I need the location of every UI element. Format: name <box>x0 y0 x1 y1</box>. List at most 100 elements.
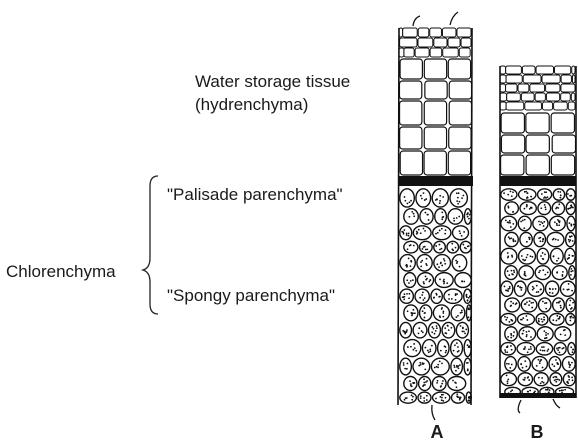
section-a-chlorenchyma-chloroplast <box>444 332 446 334</box>
section-a-chlorenchyma-chloroplast <box>444 345 446 347</box>
section-a-chlorenchyma-chloroplast <box>412 279 414 281</box>
section-a-chlorenchyma-chloroplast <box>437 380 439 382</box>
section-a-chlorenchyma-chloroplast <box>422 292 424 294</box>
section-a-chlorenchyma-chloroplast <box>445 350 447 352</box>
section-b-chlorenchyma-chloroplast <box>544 196 546 198</box>
section-a-chlorenchyma-chloroplast <box>410 383 412 385</box>
section-b-epidermal-cell <box>500 84 506 92</box>
section-a-chlorenchyma-chloroplast <box>448 294 450 296</box>
section-b-water-cell <box>551 155 574 175</box>
section-a-chlorenchyma-cell <box>400 289 414 303</box>
section-b-chlorenchyma-chloroplast <box>569 222 571 224</box>
section-b-epidermal-cell <box>572 66 575 74</box>
section-b-chlorenchyma-chloroplast <box>531 307 533 309</box>
label-water-storage-tissue: Water storage tissue <box>195 72 350 91</box>
section-b-chlorenchyma-chloroplast <box>527 391 529 393</box>
section-b-chlorenchyma-chloroplast <box>509 286 511 288</box>
section-a-water-cell <box>448 151 470 175</box>
section-b-chlorenchyma-chloroplast <box>545 191 547 193</box>
section-b-chlorenchyma-chloroplast <box>514 240 516 242</box>
section-b-chlorenchyma-chloroplast <box>527 192 529 194</box>
section-a-chlorenchyma-chloroplast <box>425 263 427 265</box>
section-b-chlorenchyma-chloroplast <box>544 302 546 304</box>
section-b-chlorenchyma-chloroplast <box>538 359 540 361</box>
section-b-chlorenchyma-chloroplast <box>521 287 523 289</box>
section-b-chlorenchyma-chloroplast <box>512 211 514 213</box>
section-b-chlorenchyma-chloroplast <box>534 391 536 393</box>
section-a-chlorenchyma-chloroplast <box>420 395 422 397</box>
section-b-epidermal-cell <box>572 75 575 83</box>
section-b-chlorenchyma-chloroplast <box>543 221 545 223</box>
section-b-chlorenchyma-cell <box>518 357 530 372</box>
section-b-chlorenchyma-chloroplast <box>568 283 570 285</box>
section-a-water-cell <box>424 59 446 79</box>
section-a-chlorenchyma-chloroplast <box>441 383 443 385</box>
section-a-chlorenchyma-chloroplast <box>453 350 455 352</box>
section-b-epidermal-cell <box>546 93 559 101</box>
section-b-chlorenchyma-chloroplast <box>540 289 542 291</box>
section-a-chlorenchyma-chloroplast <box>424 347 426 349</box>
section-b-chlorenchyma-chloroplast <box>557 349 559 351</box>
section-a-chlorenchyma-chloroplast <box>435 233 437 235</box>
section-a-chlorenchyma-chloroplast <box>442 380 444 382</box>
section-a-chlorenchyma-chloroplast <box>402 296 404 298</box>
section-a-chlorenchyma-chloroplast <box>457 197 459 199</box>
section-a-chlorenchyma-chloroplast <box>450 327 452 329</box>
section-a-chlorenchyma-chloroplast <box>428 281 430 283</box>
section-b-chlorenchyma-chloroplast <box>526 331 528 333</box>
section-a-chlorenchyma-chloroplast <box>444 263 446 265</box>
section-a-chlorenchyma-chloroplast <box>439 360 441 362</box>
section-a-chlorenchyma-chloroplast <box>426 258 428 260</box>
section-b-chlorenchyma-chloroplast <box>530 196 532 198</box>
section-b-chlorenchyma-cell <box>505 202 519 215</box>
section-b-chlorenchyma-chloroplast <box>509 367 511 369</box>
section-a-chlorenchyma-cell <box>400 392 417 403</box>
section-a-chlorenchyma-chloroplast <box>413 343 415 345</box>
section-a-chlorenchyma-chloroplast <box>425 381 427 383</box>
section-b-chlorenchyma-chloroplast <box>556 206 558 208</box>
section-a-chlorenchyma-chloroplast <box>446 282 448 284</box>
section-a-chlorenchyma-chloroplast <box>455 299 457 301</box>
section-a-epidermal-cell <box>459 48 470 57</box>
section-a-chlorenchyma-chloroplast <box>433 297 435 299</box>
section-b-epidermal-cell <box>554 102 568 110</box>
section-a-chlorenchyma-cell <box>434 255 451 271</box>
section-b-hair-bottom-left <box>518 400 521 413</box>
section-a-chlorenchyma-chloroplast <box>468 245 470 247</box>
section-b-chlorenchyma-chloroplast <box>505 319 507 321</box>
section-b-chlorenchyma-chloroplast <box>540 221 542 223</box>
section-a-chlorenchyma-chloroplast <box>461 310 463 312</box>
section-a-chlorenchyma-chloroplast <box>437 364 439 366</box>
section-b-chlorenchyma-chloroplast <box>541 346 543 348</box>
section-b-chlorenchyma-chloroplast <box>557 318 559 320</box>
section-b-chlorenchyma-chloroplast <box>541 377 543 379</box>
section-b-chlorenchyma-cell <box>501 343 516 355</box>
section-b-chlorenchyma-chloroplast <box>549 288 551 290</box>
section-b-chlorenchyma-chloroplast <box>517 285 519 287</box>
section-a-chlorenchyma-chloroplast <box>428 351 430 353</box>
section-b-chlorenchyma-chloroplast <box>543 316 545 318</box>
section-b-chlorenchyma-chloroplast <box>507 256 509 258</box>
section-a-chlorenchyma-chloroplast <box>444 260 446 262</box>
section-a-epidermal-cell <box>461 38 471 47</box>
section-b-chlorenchyma-chloroplast <box>544 204 546 206</box>
section-b-chlorenchyma-chloroplast <box>545 334 547 336</box>
section-b-chlorenchyma-chloroplast <box>520 221 522 223</box>
section-b-chlorenchyma-chloroplast <box>512 191 514 193</box>
section-b-chlorenchyma-cell <box>550 248 563 264</box>
section-a-chlorenchyma-chloroplast <box>429 350 431 352</box>
section-b-chlorenchyma-chloroplast <box>555 288 557 290</box>
section-a-chlorenchyma-chloroplast <box>436 366 438 368</box>
section-b-chlorenchyma-chloroplast <box>538 320 540 322</box>
section-a-chlorenchyma <box>400 189 471 403</box>
section-a-chlorenchyma-cell <box>416 189 431 207</box>
section-a-chlorenchyma-chloroplast <box>455 260 457 262</box>
section-b-chlorenchyma-chloroplast <box>530 255 532 257</box>
section-a-chlorenchyma-chloroplast <box>443 279 445 281</box>
section-b-chlorenchyma-chloroplast <box>564 389 566 391</box>
section-b-chlorenchyma-chloroplast <box>528 304 530 306</box>
section-b-epidermal-cell <box>530 84 545 92</box>
section-a-hair-top-left <box>413 16 420 26</box>
section-b-chlorenchyma-chloroplast <box>569 364 571 366</box>
section-a-water-cell <box>400 59 422 79</box>
